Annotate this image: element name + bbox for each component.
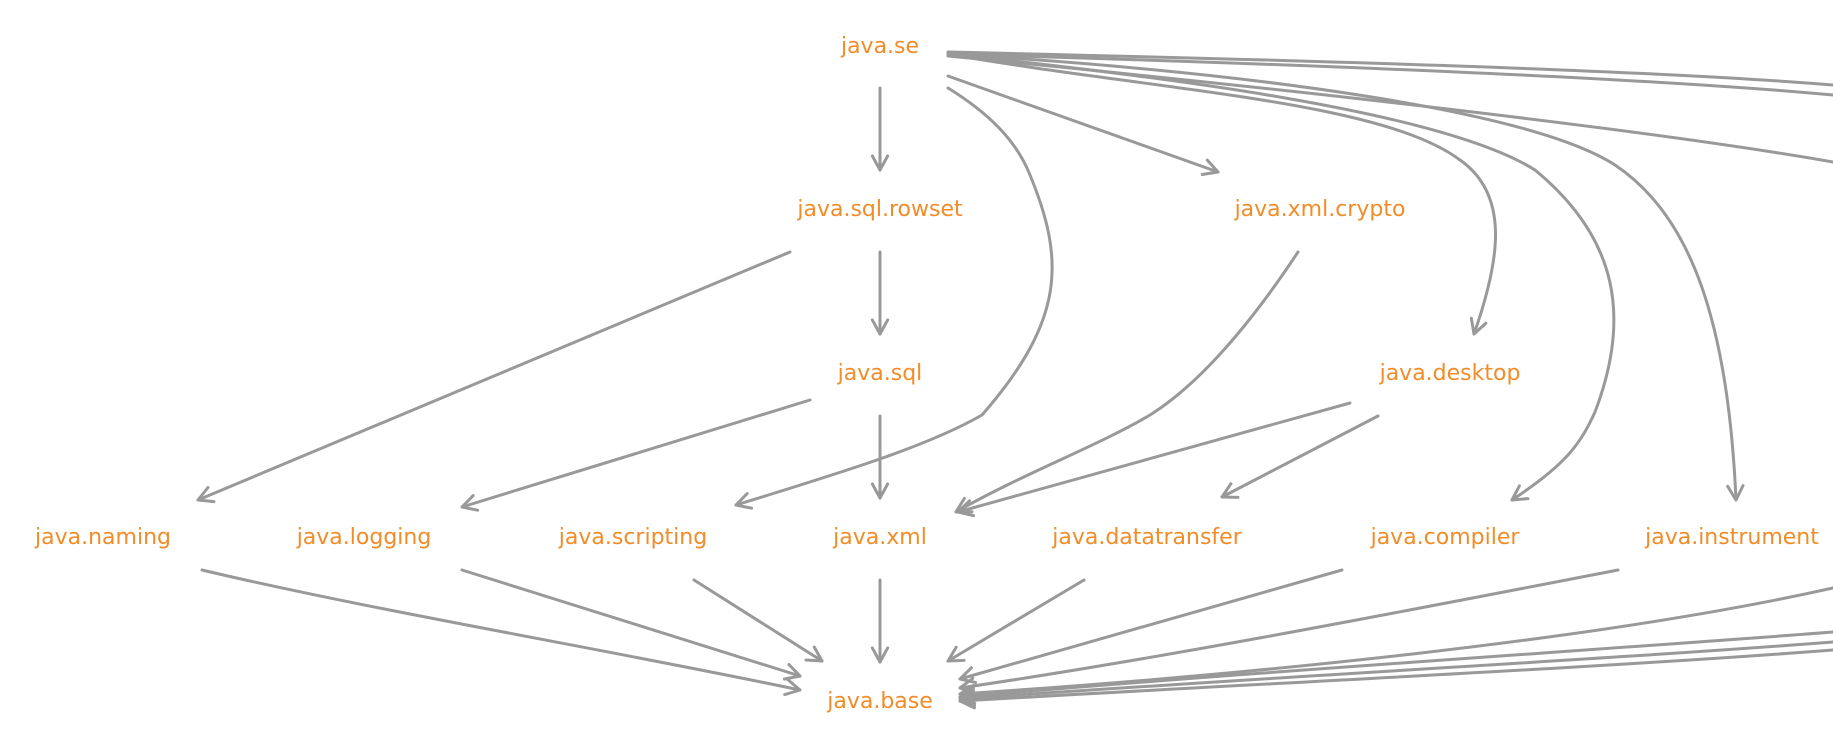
node-java-xml[interactable]: java.xml xyxy=(832,525,927,550)
edge-java-naming-to-java-base xyxy=(200,568,802,692)
arrowhead-java-se-to-java-scripting xyxy=(734,492,754,510)
edge-java-instrument-to-java-base xyxy=(958,568,1620,690)
node-java-se[interactable]: java.se xyxy=(840,34,919,59)
arrowhead-java-se-to-java-desktop xyxy=(1469,316,1488,336)
edge-java-compiler-to-java-base xyxy=(958,568,1344,681)
edge-java-xml-crypto-to-java-xml xyxy=(954,250,1300,514)
arrowhead-java-scripting-to-java-base xyxy=(804,645,824,663)
edge-java-logging-to-java-base xyxy=(460,568,802,678)
edge-java-sql-to-java-logging xyxy=(460,398,812,509)
edge-java-se-to-java-desktop xyxy=(946,52,1497,336)
offscreen-edge xyxy=(958,648,1833,703)
node-java-compiler[interactable]: java.compiler xyxy=(1370,525,1521,550)
node-java-logging[interactable]: java.logging xyxy=(296,525,432,550)
offscreen-arrowhead xyxy=(958,688,977,708)
edge-java-se-to-java-xml-crypto xyxy=(946,74,1220,174)
offscreen-edge xyxy=(946,54,1833,164)
arrowhead-java-desktop-to-java-datatransfer xyxy=(1220,482,1240,499)
offscreen-edge xyxy=(958,630,1833,699)
node-java-base[interactable]: java.base xyxy=(826,689,933,714)
node-java-xml-crypto[interactable]: java.xml.crypto xyxy=(1234,197,1406,222)
arrowhead-java-naming-to-java-base xyxy=(783,678,802,697)
node-java-naming[interactable]: java.naming xyxy=(34,525,171,550)
edge-java-se-to-java-instrument xyxy=(946,52,1738,502)
offscreen-edge xyxy=(946,52,1833,97)
edge-java-desktop-to-java-xml xyxy=(956,401,1352,514)
node-java-scripting[interactable]: java.scripting xyxy=(558,525,707,550)
arrowhead-java-se-to-java-compiler xyxy=(1510,484,1530,502)
arrowhead-java-xml-crypto-to-java-xml xyxy=(954,496,974,514)
edge-java-datatransfer-to-java-base xyxy=(946,578,1086,663)
edge-java-se-to-java-compiler xyxy=(946,52,1616,502)
labels-layer: java.se java.sql.rowset java.xml.crypto jav… xyxy=(34,34,1819,714)
arrowhead-java-xml-to-java-base xyxy=(870,646,890,664)
arrowhead-java-se-to-java-xml-crypto xyxy=(1200,158,1220,177)
node-java-sql[interactable]: java.sql xyxy=(837,361,923,386)
offscreen-arrowhead xyxy=(958,691,976,710)
arrowhead-java-datatransfer-to-java-base xyxy=(946,645,966,663)
edges-layer xyxy=(196,52,1745,697)
arrowhead-java-sql-to-java-xml xyxy=(870,482,890,500)
edge-java-sql-rowset-to-java-naming xyxy=(196,250,792,502)
arrowhead-java-desktop-to-java-xml xyxy=(956,499,976,518)
arrowhead-java-se-to-java-sql-rowset xyxy=(870,154,890,172)
arrowhead-java-sql-rowset-to-java-sql xyxy=(870,318,890,336)
edge-java-se-to-java-scripting xyxy=(734,86,1054,507)
edge-java-scripting-to-java-base xyxy=(692,578,824,663)
arrowhead-java-logging-to-java-base xyxy=(782,662,802,681)
offscreen-edge xyxy=(958,640,1833,701)
offscreen-edges-layer xyxy=(946,50,1833,710)
offscreen-edge xyxy=(946,50,1833,87)
arrowhead-java-se-to-java-instrument xyxy=(1726,484,1745,502)
node-java-instrument[interactable]: java.instrument xyxy=(1644,525,1819,550)
node-java-datatransfer[interactable]: java.datatransfer xyxy=(1051,525,1242,550)
arrowhead-java-sql-to-java-logging xyxy=(460,494,480,512)
edge-java-desktop-to-java-datatransfer xyxy=(1220,414,1380,499)
arrowhead-java-sql-rowset-to-java-naming xyxy=(196,485,216,504)
offscreen-edge xyxy=(958,586,1833,696)
node-java-desktop[interactable]: java.desktop xyxy=(1379,361,1521,386)
node-java-sql-rowset[interactable]: java.sql.rowset xyxy=(796,197,963,222)
